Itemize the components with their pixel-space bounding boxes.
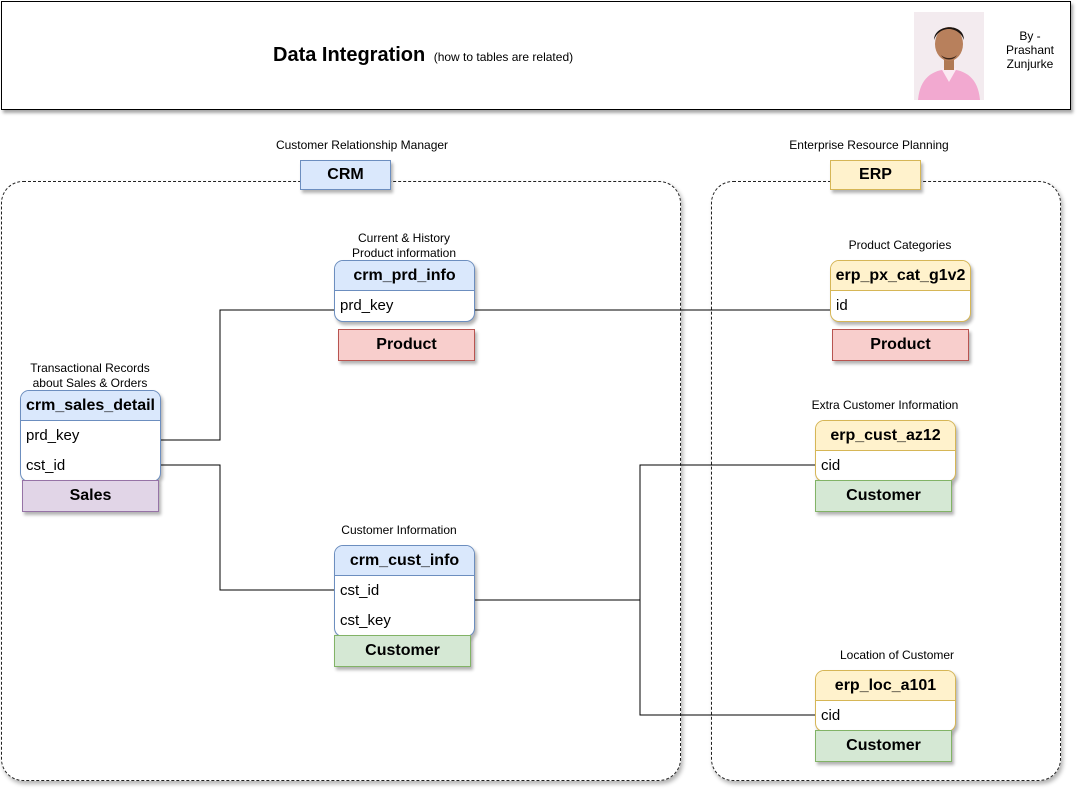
table-title: erp_loc_a101 — [816, 671, 955, 701]
erp-loc-a101-table[interactable]: erp_loc_a101 cid — [815, 670, 956, 732]
crm-caption: Customer Relationship Manager — [275, 138, 449, 152]
link-cust-az12 — [474, 464, 815, 601]
erp-px-cat-g1v2-table[interactable]: erp_px_cat_g1v2 id — [830, 260, 971, 322]
author-line-3: Zunjurke — [1006, 57, 1054, 71]
erp-cust-az12-table[interactable]: erp_cust_az12 cid — [815, 420, 956, 482]
author-photo-icon — [914, 12, 984, 100]
table-field: prd_key — [340, 297, 394, 314]
table-title: erp_px_cat_g1v2 — [831, 261, 970, 291]
category-customer: Customer — [334, 635, 471, 667]
link-sales-prd — [160, 309, 335, 441]
crm-sales-detail-table[interactable]: crm_sales_detail prd_key cst_id — [20, 390, 161, 482]
category-sales: Sales — [22, 480, 159, 512]
table-title: crm_prd_info — [335, 261, 474, 291]
category-product: Product — [338, 329, 475, 361]
caption-line: Location of Customer — [839, 648, 955, 662]
erp-tag: ERP — [830, 160, 921, 190]
author-line-2: Prashant — [1005, 43, 1055, 57]
table-title: crm_cust_info — [335, 546, 474, 576]
title-text: Data Integration — [273, 44, 426, 66]
table-title: crm_sales_detail — [21, 391, 160, 421]
erp-cust-az12-caption: Extra Customer Information — [785, 398, 985, 413]
crm-prd-info-table[interactable]: crm_prd_info prd_key — [334, 260, 475, 322]
crm-cust-info-table[interactable]: crm_cust_info cst_id cst_key — [334, 545, 475, 637]
header-banner — [1, 1, 1071, 110]
category-product: Product — [832, 329, 969, 361]
table-field: cid — [821, 707, 841, 724]
link-cust-loc — [639, 600, 815, 716]
author-line-1: By - — [1019, 29, 1041, 43]
crm-prd-info-caption: Current & History Product information — [314, 231, 494, 261]
subtitle-text: (how to tables are related) — [433, 50, 574, 64]
table-title: erp_cust_az12 — [816, 421, 955, 451]
erp-loc-a101-caption: Location of Customer — [797, 648, 997, 663]
category-customer: Customer — [815, 480, 952, 512]
caption-line: about Sales & Orders — [32, 376, 148, 390]
caption-line: Extra Customer Information — [811, 398, 959, 412]
table-field: prd_key — [26, 427, 80, 444]
crm-sales-detail-caption: Transactional Records about Sales & Orde… — [0, 361, 180, 391]
category-customer: Customer — [815, 730, 952, 762]
table-field: cst_id — [340, 582, 380, 599]
caption-line: Transactional Records — [30, 361, 150, 375]
caption-line: Customer Information — [341, 523, 457, 537]
table-field: cst_key — [340, 612, 391, 629]
page-title: Data Integration (how to tables are rela… — [273, 44, 573, 67]
crm-tag: CRM — [300, 160, 391, 190]
link-sales-cust — [160, 464, 335, 591]
caption-line: Product information — [351, 246, 457, 260]
caption-line: Product Categories — [848, 238, 952, 252]
erp-px-cat-caption: Product Categories — [800, 238, 1000, 253]
erp-caption: Enterprise Resource Planning — [789, 138, 949, 152]
crm-cust-info-caption: Customer Information — [314, 523, 484, 538]
table-field: id — [836, 297, 848, 314]
table-field: cid — [821, 457, 841, 474]
table-field: cst_id — [26, 457, 66, 474]
caption-line: Current & History — [357, 231, 451, 245]
author-credit: By - Prashant Zunjurke — [998, 29, 1062, 71]
